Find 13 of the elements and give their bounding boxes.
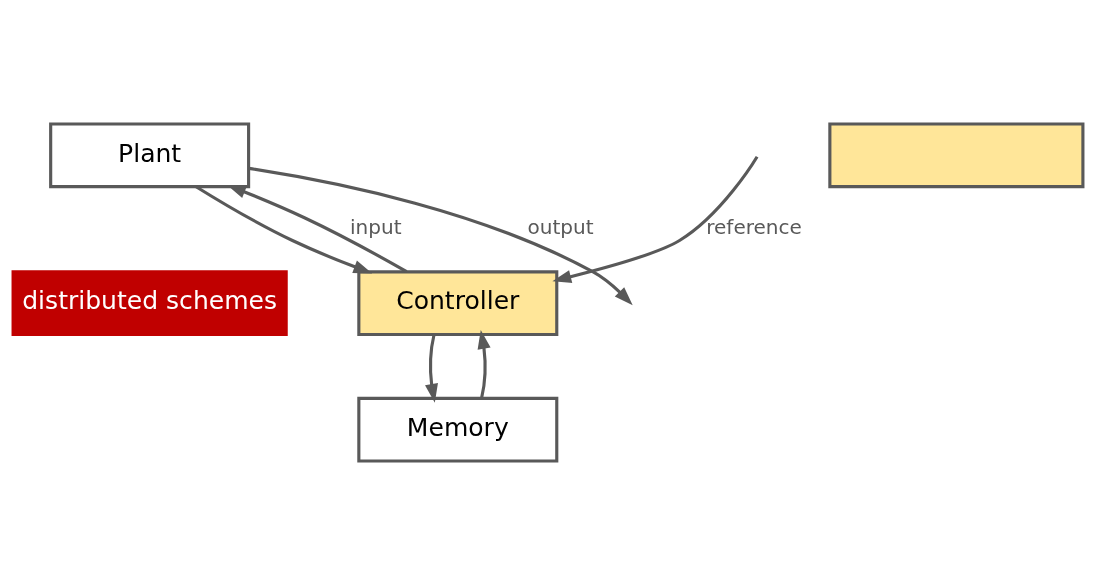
arrow (425, 334, 438, 403)
arrow (477, 330, 491, 399)
arrow (248, 166, 633, 306)
node-box: distributed schemes (11, 270, 288, 337)
node-box: Memory (357, 396, 559, 463)
edge-label: input (349, 215, 402, 239)
edge-label: reference (706, 215, 802, 239)
node-box (828, 122, 1085, 189)
arrow (552, 155, 759, 284)
arrow (195, 185, 373, 274)
node-box: Controller (357, 270, 559, 337)
node-box: Plant (49, 122, 251, 189)
edge-label: output (527, 215, 594, 239)
